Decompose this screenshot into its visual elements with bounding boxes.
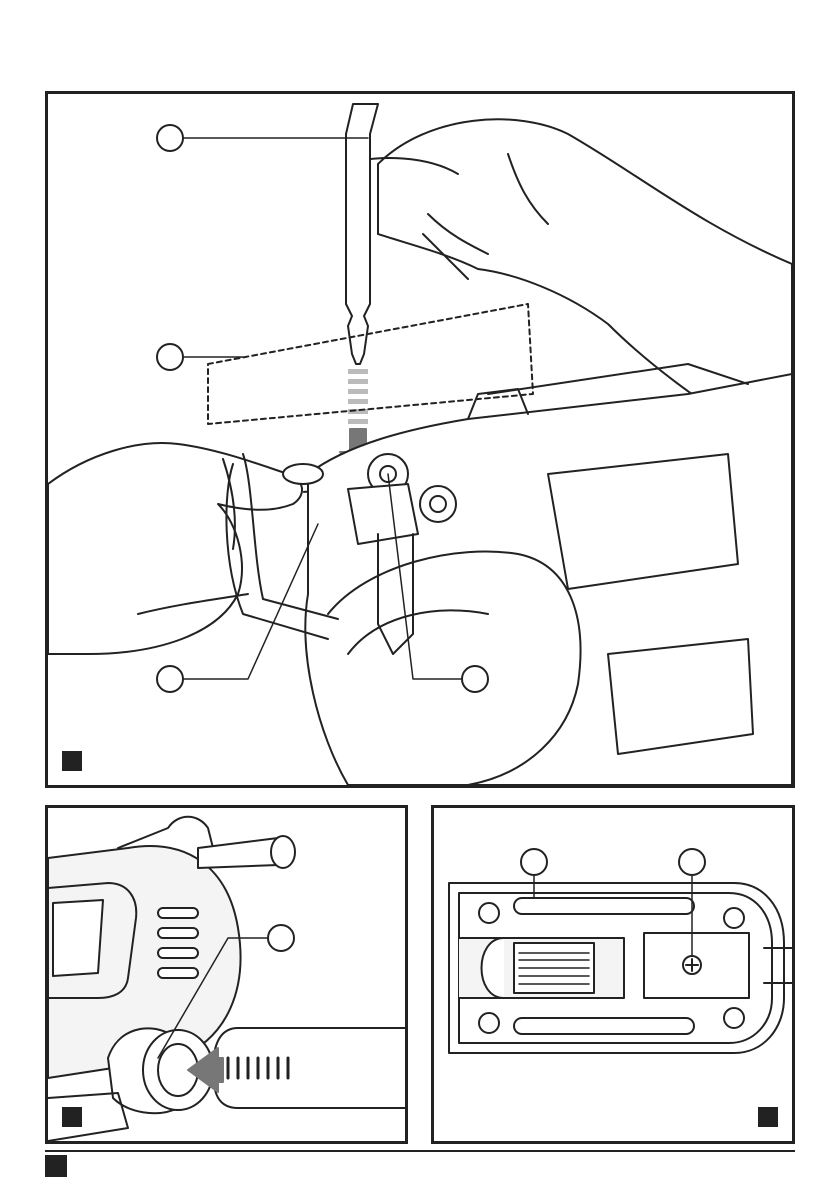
callout-blade [156,124,184,152]
footer-divider [45,1150,795,1152]
figure-panel-a [45,91,795,788]
callout-clamp [461,665,489,693]
figure-panel-b [45,805,408,1144]
page-tag [45,1155,67,1177]
callout-shoe [520,848,548,876]
knob-push-illustration [48,808,405,1141]
callout-lever [156,665,184,693]
base-plate-illustration [434,808,792,1141]
figure-tag-c [758,1107,778,1127]
figure-panel-c [431,805,795,1144]
callout-guard [156,343,184,371]
callout-screw [678,848,706,876]
callout-knob [267,924,295,952]
figure-tag-a [62,751,82,771]
figure-tag-b [62,1107,82,1127]
